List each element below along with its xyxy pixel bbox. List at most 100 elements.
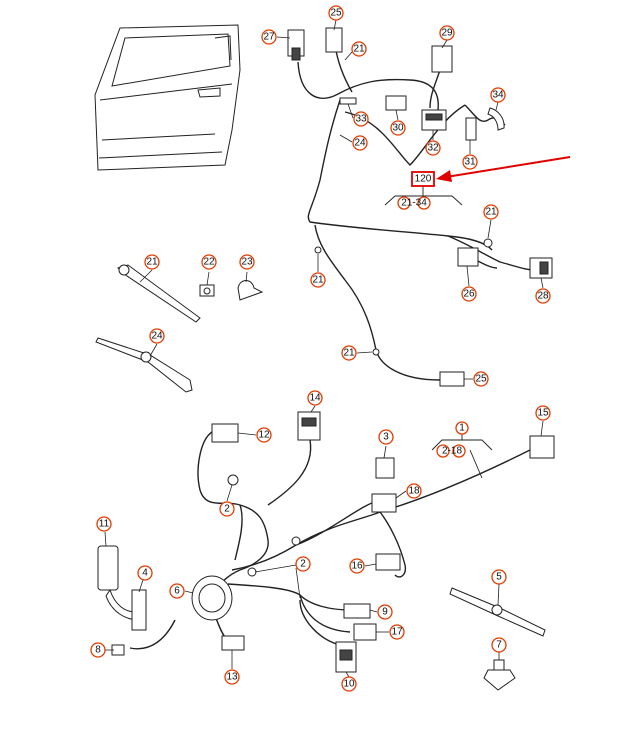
callout-29[interactable]: 29	[439, 25, 455, 41]
callout-33[interactable]: 33	[353, 111, 369, 127]
component-4	[131, 589, 147, 631]
svg-text:23: 23	[241, 257, 253, 268]
callout-9[interactable]: 9	[377, 604, 393, 620]
svg-text:16: 16	[351, 561, 363, 572]
callout-1[interactable]: 1	[455, 421, 469, 435]
svg-text:22: 22	[203, 257, 215, 268]
connector-18	[371, 493, 397, 513]
svg-text:15: 15	[537, 408, 549, 419]
svg-text:25: 25	[330, 8, 342, 19]
svg-text:17: 17	[391, 627, 403, 638]
svg-text:10: 10	[343, 679, 355, 690]
svg-text:28: 28	[537, 291, 549, 302]
svg-text:3: 3	[383, 432, 389, 443]
connector-15	[529, 435, 555, 459]
highlight-arrow	[436, 156, 571, 182]
svg-text:21: 21	[312, 275, 324, 286]
callout-26[interactable]: 26	[461, 286, 477, 302]
svg-text:25: 25	[475, 374, 487, 385]
svg-text:26: 26	[463, 289, 475, 300]
callout-2-lower[interactable]: 2	[295, 556, 311, 572]
callout-25-top[interactable]: 25	[328, 5, 344, 21]
callout-120[interactable]: 120	[411, 171, 435, 187]
callout-21-tie[interactable]: 21	[144, 254, 160, 270]
callout-18[interactable]: 18	[406, 483, 422, 499]
callout-21-top[interactable]: 21	[351, 41, 367, 57]
callout-12[interactable]: 12	[256, 427, 272, 443]
callout-28[interactable]: 28	[535, 288, 551, 304]
svg-text:6: 6	[174, 586, 180, 597]
svg-text:5: 5	[496, 572, 502, 583]
connector-9	[343, 603, 371, 619]
connector-30	[385, 95, 407, 111]
callout-24-tie[interactable]: 24	[149, 328, 165, 344]
svg-text:4: 4	[142, 568, 148, 579]
callout-11[interactable]: 11	[96, 516, 112, 532]
range-2-18: 2-18	[436, 444, 466, 458]
connector-25-top	[325, 27, 343, 53]
svg-text:34: 34	[492, 90, 504, 101]
callout-13[interactable]: 13	[224, 669, 240, 685]
clip-7	[483, 669, 516, 691]
callout-27[interactable]: 27	[261, 29, 277, 45]
svg-text:24: 24	[151, 331, 163, 342]
svg-text:13: 13	[226, 672, 238, 683]
callout-31[interactable]: 31	[462, 154, 478, 170]
callout-5[interactable]: 5	[491, 569, 507, 585]
connector-17	[353, 623, 377, 641]
connector-33	[339, 97, 357, 105]
connector-31	[465, 117, 477, 141]
callout-8[interactable]: 8	[90, 642, 106, 658]
group-bracket-120	[384, 186, 463, 206]
callout-25-bottom[interactable]: 25	[473, 371, 489, 387]
svg-text:27: 27	[263, 32, 275, 43]
callout-120-label: 120	[415, 174, 432, 185]
callout-32[interactable]: 32	[425, 140, 441, 156]
callout-14[interactable]: 14	[307, 390, 323, 406]
svg-text:32: 32	[427, 143, 439, 154]
door-harness-lower	[97, 411, 555, 691]
svg-text:21: 21	[353, 44, 365, 55]
callout-7[interactable]: 7	[491, 637, 507, 653]
component-11	[97, 545, 119, 591]
connector-26	[457, 247, 479, 267]
callout-22[interactable]: 22	[201, 254, 217, 270]
connector-29	[431, 45, 453, 73]
connector-12	[211, 423, 239, 443]
range-2-18-label: 2-18	[442, 446, 462, 457]
grommet-34	[487, 107, 505, 131]
svg-text:21: 21	[343, 348, 355, 359]
connector-25-bottom	[439, 371, 465, 387]
svg-text:7: 7	[496, 640, 502, 651]
svg-text:2: 2	[300, 559, 306, 570]
connector-13	[221, 635, 245, 651]
svg-text:11: 11	[99, 519, 110, 530]
callout-6[interactable]: 6	[169, 583, 185, 599]
svg-text:33: 33	[355, 114, 367, 125]
svg-text:29: 29	[441, 28, 453, 39]
svg-text:9: 9	[382, 607, 388, 618]
callout-10[interactable]: 10	[341, 676, 357, 692]
svg-text:24: 24	[354, 138, 366, 149]
callout-21-low[interactable]: 21	[341, 345, 357, 361]
cable-tie-21	[117, 264, 201, 323]
callout-3[interactable]: 3	[378, 429, 394, 445]
callout-21-right[interactable]: 21	[483, 204, 499, 220]
svg-text:12: 12	[258, 430, 270, 441]
callout-1-label: 1	[459, 423, 465, 434]
svg-text:21: 21	[485, 207, 497, 218]
callout-15[interactable]: 15	[535, 405, 551, 421]
callout-23[interactable]: 23	[239, 254, 255, 270]
callout-4[interactable]: 4	[137, 565, 153, 581]
callout-34[interactable]: 34	[490, 87, 506, 103]
callout-16[interactable]: 16	[349, 558, 365, 574]
callout-2-upper[interactable]: 2	[219, 501, 235, 517]
callout-21-mid[interactable]: 21	[310, 272, 326, 288]
connector-3	[375, 457, 395, 479]
callout-17[interactable]: 17	[389, 624, 405, 640]
callout-24-top[interactable]: 24	[352, 135, 368, 151]
callout-30[interactable]: 30	[390, 120, 406, 136]
connector-16	[375, 553, 401, 571]
cable-ties-left	[95, 264, 264, 393]
